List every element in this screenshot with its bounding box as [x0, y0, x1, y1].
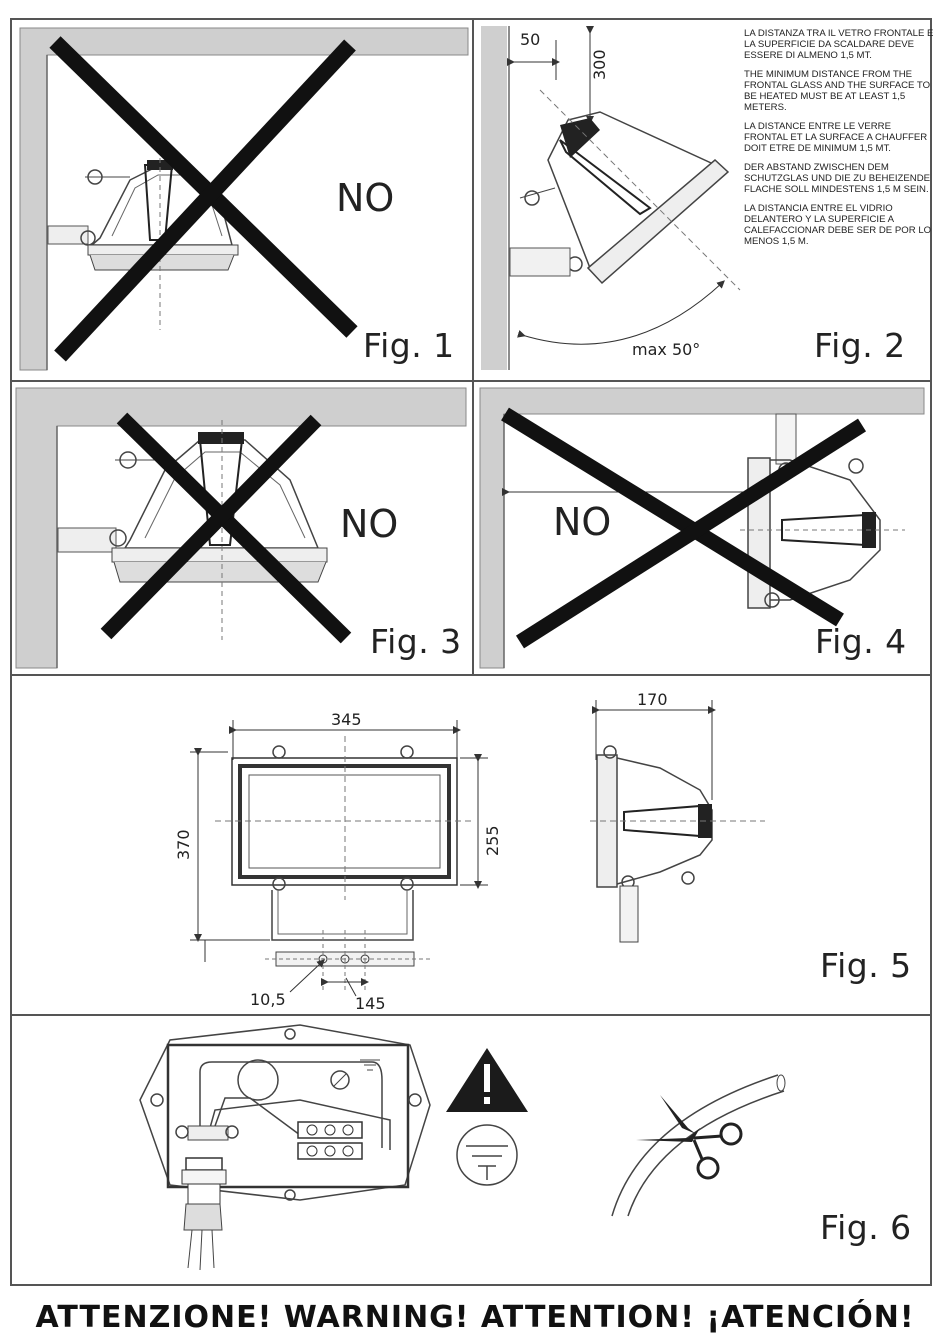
fig5-hole: 10,5 — [250, 990, 286, 1009]
fig5-height-total: 370 — [174, 829, 193, 860]
fig2-note-it: LA DISTANZA TRA IL VETRO FRONTALE E LA S… — [744, 28, 934, 61]
fig5-spacing: 145 — [355, 994, 386, 1013]
drawings — [15, 26, 925, 1271]
fig1-label: Fig. 1 — [363, 326, 455, 365]
fig5-label: Fig. 5 — [820, 946, 912, 985]
fig2-note-de: DER ABSTAND ZWISCHEN DEM SCHUTZGLAS UND … — [744, 162, 931, 195]
fig3-label: Fig. 3 — [370, 622, 462, 661]
fig2-notes: LA DISTANZA TRA IL VETRO FRONTALE E LA S… — [744, 28, 934, 255]
fig2-dim-vertical: 300 — [590, 49, 609, 80]
fig2-dim-horizontal: 50 — [520, 30, 541, 49]
fig2-drawing — [481, 26, 741, 370]
fig1-verdict: NO — [336, 176, 395, 220]
fig6-panel — [10, 1014, 932, 1286]
fig5-depth: 170 — [637, 690, 668, 709]
fig4-label: Fig. 4 — [815, 622, 907, 661]
fig6-drawing — [139, 1024, 786, 1271]
fig5-width: 345 — [331, 710, 362, 729]
warning-banner: ATTENZIONE! WARNING! ATTENTION! ¡ATENCIÓ… — [35, 1300, 915, 1335]
fig5-panel — [10, 674, 932, 1016]
fig2-note-es: LA DISTANCIA ENTRE EL VIDRIO DELANTERO Y… — [744, 203, 932, 247]
fig4-drawing — [479, 387, 925, 669]
fig5-height-body: 255 — [483, 825, 502, 856]
fig2-note-fr: LA DISTANCE ENTRE LE VERRE FRONTAL ET LA… — [744, 121, 928, 154]
fig2-angle: max 50° — [632, 340, 701, 359]
fig3-drawing — [15, 387, 467, 669]
fig2-label: Fig. 2 — [814, 326, 906, 365]
fig3-verdict: NO — [340, 502, 399, 546]
fig6-label: Fig. 6 — [820, 1208, 912, 1247]
fig2-note-en: THE MINIMUM DISTANCE FROM THE FRONTAL GL… — [744, 69, 931, 113]
fig4-verdict: NO — [553, 500, 612, 544]
fig5-drawing — [190, 700, 765, 997]
fig1-drawing — [19, 27, 469, 371]
